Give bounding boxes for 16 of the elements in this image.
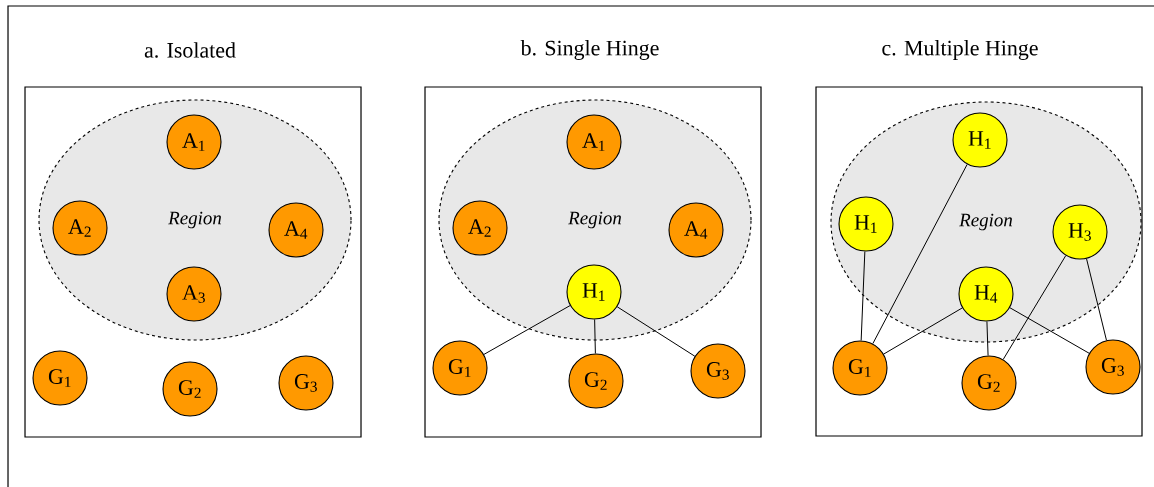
panel — [815, 40, 1143, 437]
connector-line — [860, 251, 866, 341]
connector-line — [883, 307, 963, 355]
connector-line — [1002, 255, 1067, 360]
connector-line — [616, 306, 696, 357]
panel — [24, 42, 362, 438]
connector-line — [1009, 307, 1090, 354]
connector-line — [986, 321, 989, 356]
panel-heading: b. Single Hinge — [520, 40, 659, 60]
connector-line — [594, 319, 596, 354]
connector-line — [483, 305, 571, 355]
connector-line — [1086, 258, 1107, 341]
panel-heading: c. Multiple Hinge — [882, 40, 1038, 60]
panel — [424, 40, 762, 438]
connector-line — [872, 163, 968, 345]
panel-heading: a. Isolated — [144, 42, 236, 58]
